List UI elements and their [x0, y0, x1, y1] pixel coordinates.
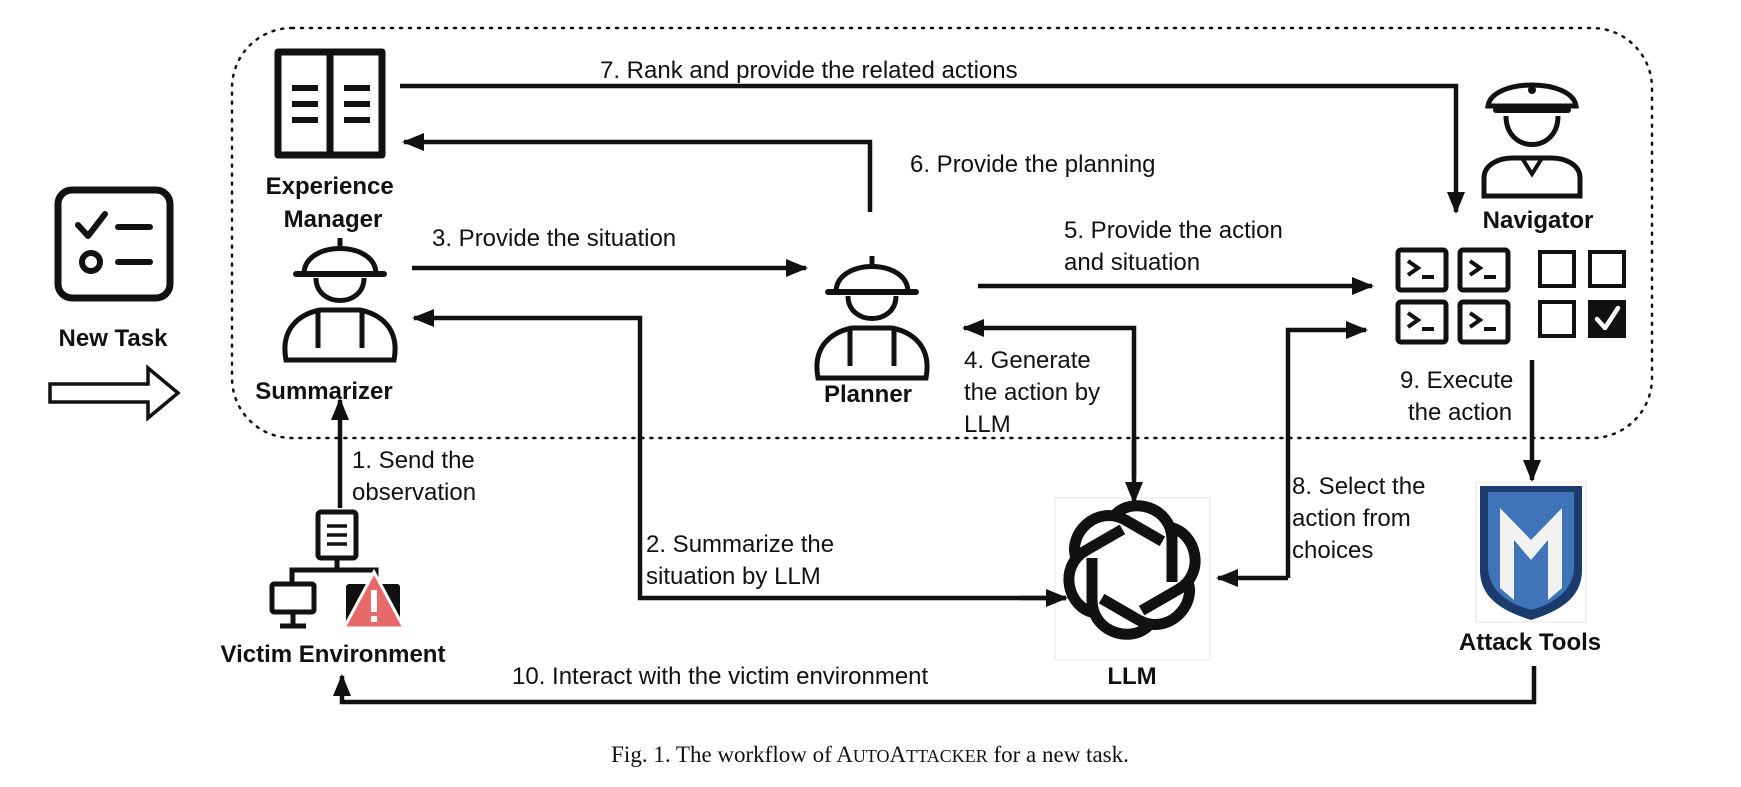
caption-smallcaps-2: TTACKER	[906, 746, 988, 766]
network-warning-icon	[269, 509, 407, 630]
checkbox-grid-icon	[1538, 250, 1626, 338]
edge-6-label: 6. Provide the planning	[910, 151, 1156, 178]
planner-worker-icon	[814, 256, 930, 381]
edge-4-label-line-1: 4. Generate	[964, 347, 1091, 374]
attack-tools-label: Attack Tools	[1459, 629, 1601, 656]
edge-4-label-line-3: LLM	[964, 411, 1011, 438]
edge-7-label: 7. Rank and provide the related actions	[600, 57, 1018, 84]
edge-2-label: 2. Summarize the situation by LLM	[646, 531, 841, 590]
edge-9-label: 9. Execute the action	[1400, 367, 1520, 426]
officer-icon	[1481, 82, 1583, 199]
llm-label: LLM	[1107, 663, 1156, 690]
figure-caption: Fig. 1. The workflow of AUTOATTACKER for…	[611, 742, 1129, 767]
book-icon	[274, 48, 386, 159]
edge-4-arrow	[962, 319, 1137, 478]
edge-8-label-line-3: choices	[1292, 537, 1373, 564]
edge-2-label-line-1: 2. Summarize the	[646, 531, 834, 558]
experience-manager-label-line-2: Manager	[284, 206, 383, 233]
summarizer-worker-icon	[282, 238, 398, 363]
terminal-grid-icon	[1395, 247, 1511, 345]
navigator-label: Navigator	[1483, 207, 1594, 234]
metasploit-shield-icon	[1475, 481, 1587, 623]
edge-8-label-line-2: action from	[1292, 505, 1411, 532]
edge-4-label: 4. Generate the action by LLM	[964, 347, 1107, 438]
victim-environment-label: Victim Environment	[221, 641, 446, 668]
edge-8-label: 8. Select the action from choices	[1292, 473, 1432, 564]
caption-smallcaps-1: UTO	[853, 746, 890, 766]
summarizer-label: Summarizer	[255, 378, 392, 405]
agent-boundary	[230, 26, 1654, 440]
openai-logo-icon	[1054, 497, 1211, 661]
edge-4-label-line-2: the action by	[964, 379, 1100, 406]
edge-5-label-line-1: 5. Provide the action	[1064, 217, 1283, 244]
edge-9-label-line-2: the action	[1408, 399, 1512, 426]
caption-suffix: for a new task.	[988, 742, 1129, 767]
edge-10-arrow	[333, 666, 1537, 705]
edge-8-label-line-1: 8. Select the	[1292, 473, 1425, 500]
edge-8-arrow	[1285, 321, 1368, 578]
new-task-arrow-icon	[48, 364, 181, 422]
caption-prefix: Fig. 1. The workflow of A	[611, 742, 853, 767]
edge-1-label-line-2: observation	[352, 479, 476, 506]
caption-mid: A	[890, 742, 907, 767]
edge-9-label-line-1: 9. Execute	[1400, 367, 1513, 394]
edge-1-label-line-1: 1. Send the	[352, 447, 475, 474]
edge-6-arrow	[402, 133, 873, 212]
edge-5-label: 5. Provide the action and situation	[1064, 217, 1289, 276]
edge-1-label: 1. Send the observation	[352, 447, 481, 506]
edge-2-label-line-2: situation by LLM	[646, 563, 821, 590]
experience-manager-label-line-1: Experience	[266, 173, 394, 200]
experience-manager-label: Experience Manager	[266, 173, 401, 233]
edge-7-arrow	[400, 83, 1465, 214]
planner-label: Planner	[824, 381, 912, 408]
edge-5-label-line-2: and situation	[1064, 249, 1200, 276]
edge-2-arrow	[412, 309, 1066, 601]
new-task-label: New Task	[59, 325, 169, 352]
edge-3-label: 3. Provide the situation	[432, 225, 676, 252]
checklist-icon	[54, 186, 174, 302]
edge-10-label: 10. Interact with the victim environment	[512, 663, 929, 690]
